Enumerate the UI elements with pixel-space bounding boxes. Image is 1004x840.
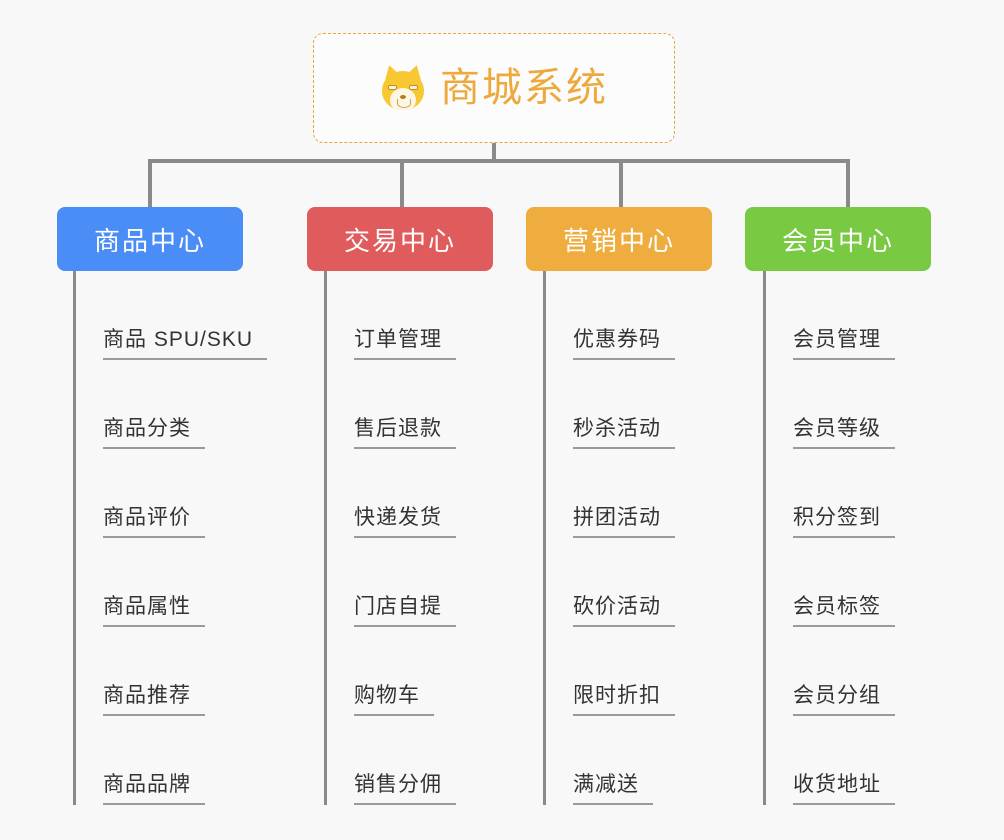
category-label: 交易中心 xyxy=(343,225,456,256)
leaf-label: 会员等级 xyxy=(793,418,895,449)
leaf-item[interactable]: 购物车 xyxy=(324,627,456,716)
leaf-item[interactable]: 门店自提 xyxy=(324,538,456,627)
leaf-item[interactable]: 会员管理 xyxy=(763,271,895,360)
branch-spine xyxy=(324,271,327,805)
leaf-label: 积分签到 xyxy=(793,507,895,538)
leaf-item[interactable]: 优惠券码 xyxy=(543,271,675,360)
category-label: 营销中心 xyxy=(562,225,675,256)
leaf-item[interactable]: 商品推荐 xyxy=(73,627,267,716)
leaf-label: 商品评价 xyxy=(103,507,205,538)
leaf-label: 满减送 xyxy=(573,774,653,805)
branch-spine xyxy=(73,271,76,805)
leaf-item[interactable]: 会员分组 xyxy=(763,627,895,716)
connector-root-stem xyxy=(492,143,496,162)
leaf-item[interactable]: 积分签到 xyxy=(763,449,895,538)
leaf-item[interactable]: 砍价活动 xyxy=(543,538,675,627)
leaf-label: 商品品牌 xyxy=(103,774,205,805)
leaf-label: 商品推荐 xyxy=(103,685,205,716)
leaf-item[interactable]: 商品 SPU/SKU xyxy=(73,271,268,360)
leaf-group-3: 优惠券码秒杀活动拼团活动砍价活动限时折扣满减送 xyxy=(543,271,675,805)
connector-drop-4 xyxy=(846,159,850,207)
leaf-item[interactable]: 订单管理 xyxy=(324,271,456,360)
leaf-label: 砍价活动 xyxy=(573,596,675,627)
leaf-item[interactable]: 满减送 xyxy=(543,716,675,805)
connector-drop-1 xyxy=(148,159,152,207)
shiba-dog-face-icon xyxy=(380,63,426,111)
leaf-item[interactable]: 收货地址 xyxy=(763,716,895,805)
leaf-label: 商品属性 xyxy=(103,596,205,627)
leaf-label: 拼团活动 xyxy=(573,507,675,538)
category-node-3[interactable]: 营销中心 xyxy=(526,207,712,271)
category-node-4[interactable]: 会员中心 xyxy=(745,207,931,271)
leaf-label: 售后退款 xyxy=(354,418,456,449)
leaf-label: 秒杀活动 xyxy=(573,418,675,449)
connector-drop-3 xyxy=(619,159,623,207)
leaf-label: 商品分类 xyxy=(103,418,205,449)
leaf-label: 会员管理 xyxy=(793,329,895,360)
leaf-label: 优惠券码 xyxy=(573,329,675,360)
connector-drop-2 xyxy=(400,159,404,207)
leaf-item[interactable]: 商品分类 xyxy=(73,360,267,449)
leaf-group-2: 订单管理售后退款快递发货门店自提购物车销售分佣 xyxy=(324,271,456,805)
leaf-label: 限时折扣 xyxy=(573,685,675,716)
category-label: 会员中心 xyxy=(781,225,894,256)
branch-spine xyxy=(763,271,766,805)
leaf-label: 商品 SPU/SKU xyxy=(103,329,268,360)
leaf-group-1: 商品 SPU/SKU 商品分类商品评价商品属性商品推荐商品品牌 xyxy=(73,271,268,805)
leaf-label: 快递发货 xyxy=(354,507,456,538)
leaf-label: 收货地址 xyxy=(793,774,895,805)
leaf-label: 门店自提 xyxy=(354,596,456,627)
leaf-label: 销售分佣 xyxy=(354,774,456,805)
leaf-label: 会员分组 xyxy=(793,685,895,716)
leaf-item[interactable]: 商品属性 xyxy=(73,538,267,627)
leaf-item[interactable]: 快递发货 xyxy=(324,449,456,538)
leaf-group-4: 会员管理会员等级积分签到会员标签会员分组收货地址 xyxy=(763,271,895,805)
leaf-label: 订单管理 xyxy=(354,329,456,360)
leaf-item[interactable]: 拼团活动 xyxy=(543,449,675,538)
leaf-item[interactable]: 秒杀活动 xyxy=(543,360,675,449)
category-label: 商品中心 xyxy=(93,225,206,256)
root-node[interactable]: 商城系统 xyxy=(313,33,675,143)
leaf-item[interactable]: 限时折扣 xyxy=(543,627,675,716)
leaf-item[interactable]: 售后退款 xyxy=(324,360,456,449)
category-node-2[interactable]: 交易中心 xyxy=(307,207,493,271)
connector-horizontal-bus xyxy=(148,159,848,163)
leaf-label: 会员标签 xyxy=(793,596,895,627)
root-title: 商城系统 xyxy=(440,66,608,110)
leaf-item[interactable]: 会员标签 xyxy=(763,538,895,627)
category-node-1[interactable]: 商品中心 xyxy=(57,207,243,271)
branch-spine xyxy=(543,271,546,805)
leaf-item[interactable]: 商品品牌 xyxy=(73,716,267,805)
leaf-item[interactable]: 会员等级 xyxy=(763,360,895,449)
leaf-item[interactable]: 商品评价 xyxy=(73,449,267,538)
leaf-item[interactable]: 销售分佣 xyxy=(324,716,456,805)
leaf-label: 购物车 xyxy=(354,685,434,716)
